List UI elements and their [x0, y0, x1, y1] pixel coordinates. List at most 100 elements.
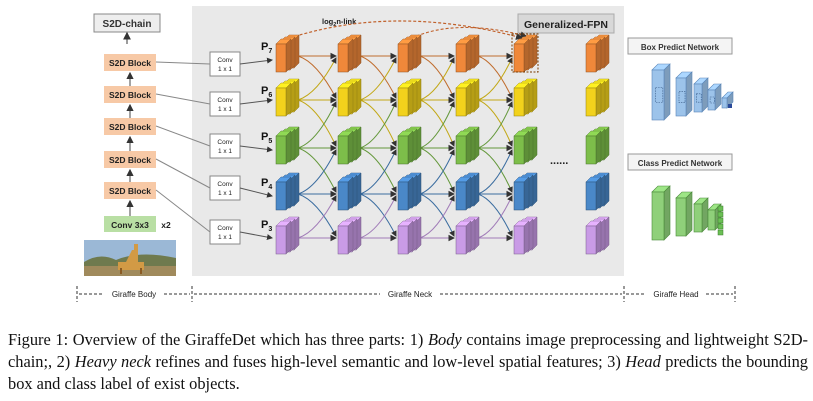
neck-connections: [289, 20, 528, 242]
feature-cube: [585, 78, 610, 117]
conv3x3-label: Conv 3x3: [111, 220, 149, 230]
conv1x1-line2: 1 x 1: [218, 234, 232, 241]
feature-cube: [455, 172, 480, 211]
giraffe-body-label: Giraffe Body: [112, 290, 156, 299]
s2d-block-label: S2D Block: [109, 58, 151, 68]
box-predict-title-box: [627, 37, 733, 55]
feature-cube: [337, 216, 362, 255]
feature-cube: [275, 34, 300, 73]
s2d-block: [104, 151, 156, 168]
feature-cube: [585, 126, 610, 165]
conv1x1-line1: Conv: [217, 181, 233, 188]
class-output-cell: [717, 223, 724, 230]
conv1x1-box: [209, 219, 241, 245]
feature-cube: [513, 126, 538, 165]
level-label: P4: [261, 177, 272, 191]
class-net-layer: [651, 191, 665, 241]
feature-cube: [513, 78, 538, 117]
feature-cube: [397, 34, 422, 73]
neck-cubes: [275, 33, 610, 255]
class-predict-title: Class Predict Network: [638, 159, 723, 168]
conv1x1-line1: Conv: [217, 57, 233, 64]
giraffe-neck-label: Giraffe Neck: [388, 290, 433, 299]
conv1x1-line1: Conv: [217, 139, 233, 146]
box-predict-title: Box Predict Network: [641, 43, 720, 52]
class-output-cell: [717, 211, 724, 218]
box-net-layer: [721, 97, 728, 109]
class-net-layer: [693, 203, 703, 233]
feature-cube: [275, 78, 300, 117]
s2d-chain-title: S2D-chain: [103, 19, 152, 30]
feature-cube: [455, 126, 480, 165]
conv1x1-line2: 1 x 1: [218, 190, 232, 197]
giraffe-image: [84, 240, 176, 276]
feature-cube: [337, 78, 362, 117]
s2d-block-label: S2D Block: [109, 122, 151, 132]
log2n-skip-link: [289, 20, 524, 40]
conv1x1-line1: Conv: [217, 97, 233, 104]
conv3x3-block: [104, 216, 156, 232]
class-output-cell: [717, 229, 724, 236]
log2n-link-label: log2n-link: [322, 17, 357, 28]
bottom-brackets: [76, 286, 736, 302]
feature-cube: [513, 216, 538, 255]
figure-caption: Figure 1: Overview of the GiraffeDet whi…: [8, 330, 809, 393]
conv1x1-line1: Conv: [217, 225, 233, 232]
class-net-layer: [707, 209, 716, 231]
box-net-layer: [693, 83, 703, 113]
level-label: P5: [261, 131, 272, 145]
feature-cube: [275, 126, 300, 165]
s2d-block-label: S2D Block: [109, 90, 151, 100]
neck-title: Generalized-FPN: [524, 19, 608, 31]
feature-cube: [397, 78, 422, 117]
box-predict-network: [651, 63, 734, 121]
class-predict-title-box: [627, 153, 733, 171]
conv1x1-group: Conv 1 x 1 Conv 1 x 1 Conv 1 x 1 Conv 1 x 1 Conv…: [155, 51, 273, 245]
conv1x1-box: [209, 133, 241, 159]
feature-cube: [585, 172, 610, 211]
feature-cube: [337, 172, 362, 211]
level-label: P6: [261, 85, 272, 99]
box-net-layer: [707, 89, 716, 111]
conv1x1-line2: 1 x 1: [218, 106, 232, 113]
feature-cube: [585, 34, 610, 73]
s2d-block: [104, 182, 156, 199]
conv1x1-box: [209, 91, 241, 117]
neck-ellipsis: ......: [550, 155, 568, 167]
giraffe-head-label: Giraffe Head: [653, 290, 698, 299]
level-label: P3: [261, 219, 272, 233]
feature-cube: [455, 216, 480, 255]
box-net-layer: [675, 77, 687, 117]
feature-cube: [513, 172, 538, 211]
class-output-cell: [717, 205, 724, 212]
feature-cube: [455, 78, 480, 117]
conv3x3-repeat: x2: [161, 220, 171, 230]
box-net-layer: [651, 69, 665, 121]
conv1x1-line2: 1 x 1: [218, 66, 232, 73]
class-output-cell: [717, 217, 724, 224]
class-net-layer: [675, 197, 687, 237]
neck-title-box: [517, 13, 615, 34]
s2d-block-label: S2D Block: [109, 186, 151, 196]
s2d-block: [104, 118, 156, 135]
feature-cube: [397, 126, 422, 165]
feature-cube: [397, 172, 422, 211]
feature-cube: [337, 34, 362, 73]
conv1x1-line2: 1 x 1: [218, 148, 232, 155]
feature-cube: [275, 172, 300, 211]
conv1x1-box: [209, 51, 241, 77]
class-predict-network: [651, 185, 724, 241]
feature-cube: [275, 216, 300, 255]
feature-cube: [455, 34, 480, 73]
feature-cube: [397, 216, 422, 255]
level-label: P7: [261, 41, 272, 55]
s2d-block: [104, 54, 156, 71]
feature-cube: [511, 33, 539, 73]
s2d-block-label: S2D Block: [109, 155, 151, 165]
s2d-block: [104, 86, 156, 103]
feature-cube: [337, 126, 362, 165]
feature-cube: [585, 216, 610, 255]
